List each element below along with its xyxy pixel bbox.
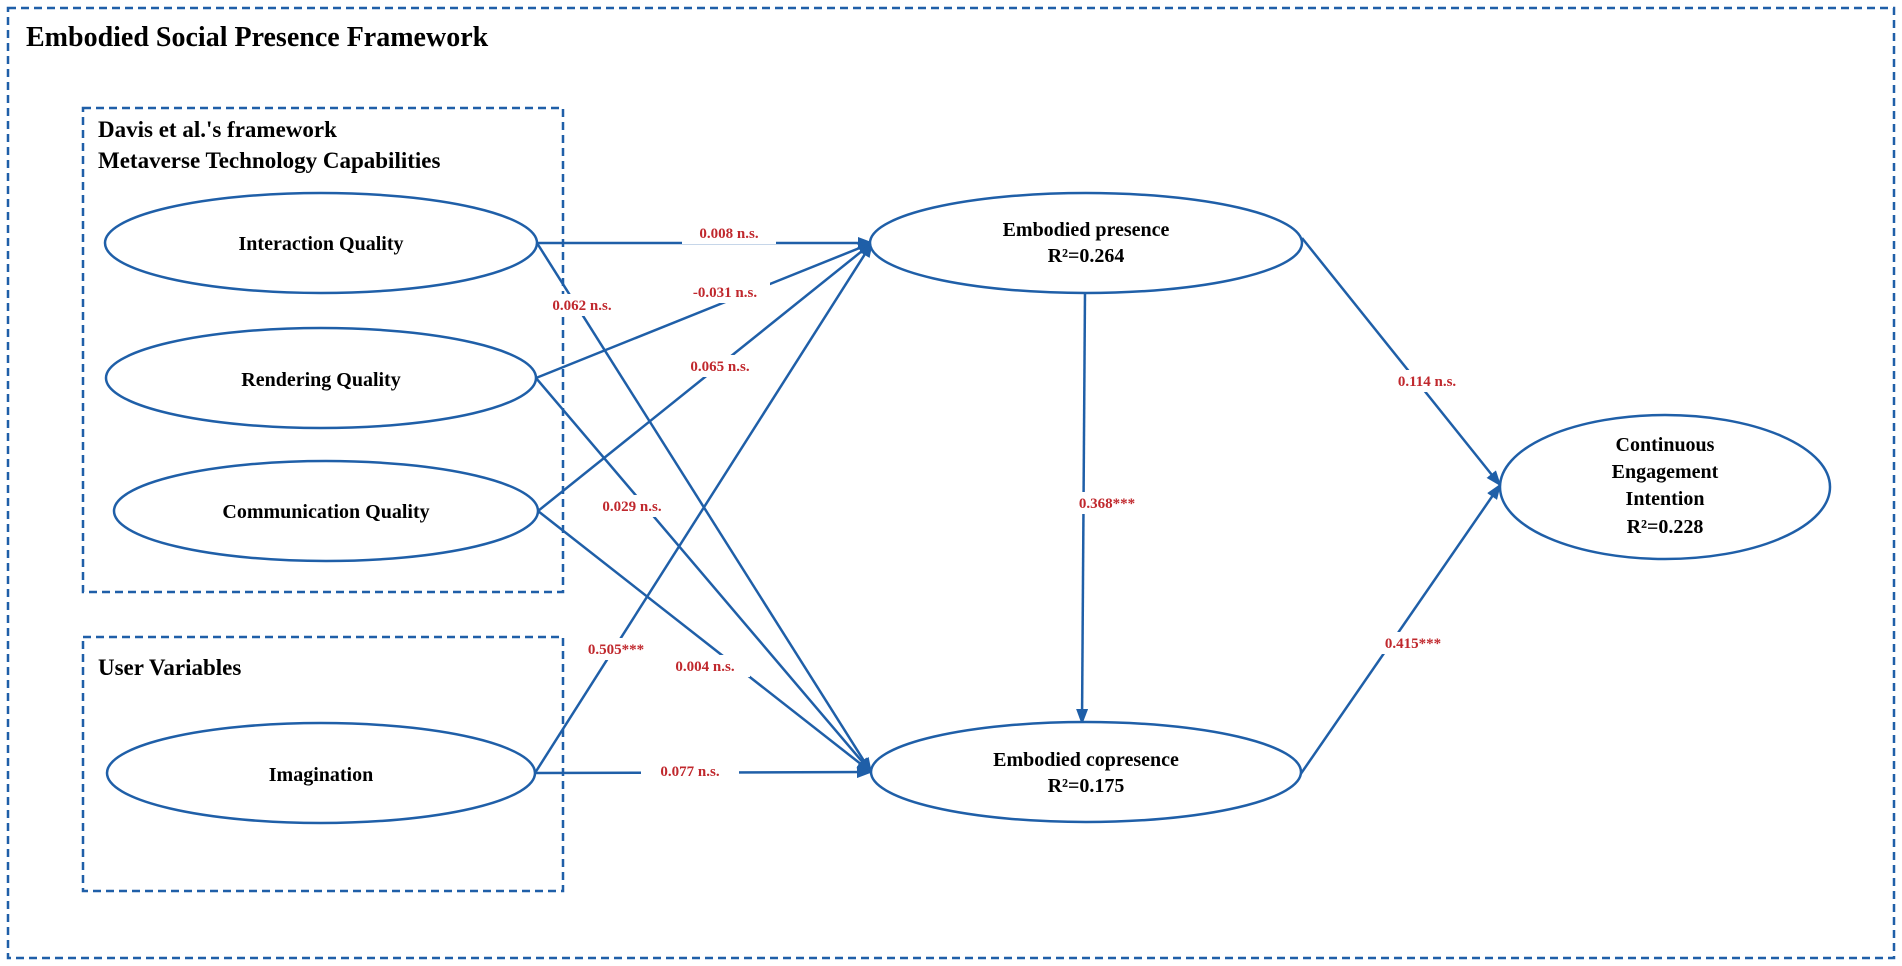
path-imagination-to-presence [533,241,874,774]
interaction-quality-label: Interaction Quality [239,233,404,255]
node-imagination: Imagination [105,721,537,825]
path-presence-to-engagement [1301,237,1502,487]
coef-group: 0.004 n.s. [660,655,750,677]
coef-group: 0.062 n.s. [537,294,627,316]
embodied-copresence-label: Embodied copresence [993,749,1179,771]
coef-group: 0.077 n.s. [641,760,739,782]
path-rendering-to-presence [535,241,874,380]
coef-imagination-to-copresence: 0.077 n.s. [660,764,719,780]
node-embodied-presence: Embodied presence R²=0.264 [868,191,1304,295]
coef-presence-to-engagement: 0.114 n.s. [1398,374,1457,390]
metaverse-capabilities-group [81,106,565,594]
continuous-engagement-line2: Engagement [1612,461,1719,483]
node-embodied-copresence: Embodied copresence R²=0.175 [869,720,1303,824]
embodied-copresence-r2: R²=0.175 [1048,775,1125,797]
user-variables-label: User Variables [98,655,241,680]
coef-copresence-to-engagement: 0.415*** [1385,636,1441,652]
interaction-quality-ellipse [103,191,539,295]
node-communication-quality: Communication Quality [112,459,540,563]
node-continuous-engagement-intention: Continuous Engagement Intention R²=0.228 [1498,413,1832,561]
imagination-label: Imagination [269,764,373,786]
rendering-quality-ellipse [104,326,538,430]
embodied-presence-r2: R²=0.264 [1048,245,1125,267]
path-rendering-to-copresence [535,377,873,774]
framework-title: Embodied Social Presence Framework [26,22,489,53]
framework-border [6,6,1896,960]
imagination-ellipse [105,721,537,825]
coef-group: 0.065 n.s. [677,355,763,377]
coef-group: 0.029 n.s. [588,495,676,517]
communication-quality-label: Communication Quality [222,501,429,523]
path-lines [533,237,1502,779]
metaverse-group-line2: Metaverse Technology Capabilities [98,148,440,173]
embodied-presence-ellipse [868,191,1304,295]
node-rendering-quality: Rendering Quality [104,326,538,430]
coef-presence-to-copresence: 0.368*** [1079,496,1135,512]
coef-imagination-to-presence: 0.505*** [588,642,644,658]
coef-group: -0.031 n.s. [680,281,770,303]
continuous-engagement-ellipse [1498,413,1832,561]
continuous-engagement-r2: R²=0.228 [1627,516,1704,538]
coef-group: 0.114 n.s. [1384,370,1470,392]
coef-rendering-to-copresence: 0.029 n.s. [602,499,661,515]
coef-communication-to-copresence: 0.004 n.s. [675,659,734,675]
coef-group: 0.415*** [1372,632,1454,654]
continuous-engagement-line1: Continuous [1616,434,1715,456]
node-interaction-quality: Interaction Quality [103,191,539,295]
embodied-copresence-ellipse [869,720,1303,824]
path-communication-to-copresence [537,510,873,774]
communication-quality-ellipse [112,459,540,563]
coefficient-labels: 0.008 n.s. 0.062 n.s. -0.031 n.s. 0.029 … [537,222,1470,782]
coef-communication-to-presence: 0.065 n.s. [690,359,749,375]
coef-group: 0.368*** [1068,492,1146,514]
embodied-presence-label: Embodied presence [1003,219,1170,241]
coef-interaction-to-copresence: 0.062 n.s. [552,298,611,314]
coef-group: 0.008 n.s. [682,222,776,244]
coef-group: 0.505*** [578,638,654,660]
user-variables-group [81,635,565,893]
rendering-quality-label: Rendering Quality [241,369,400,391]
coef-interaction-to-presence: 0.008 n.s. [699,226,758,242]
coef-rendering-to-presence: -0.031 n.s. [693,285,757,301]
metaverse-group-line1: Davis et al.'s framework [98,117,337,142]
continuous-engagement-line3: Intention [1626,488,1705,510]
path-copresence-to-engagement [1298,483,1502,776]
